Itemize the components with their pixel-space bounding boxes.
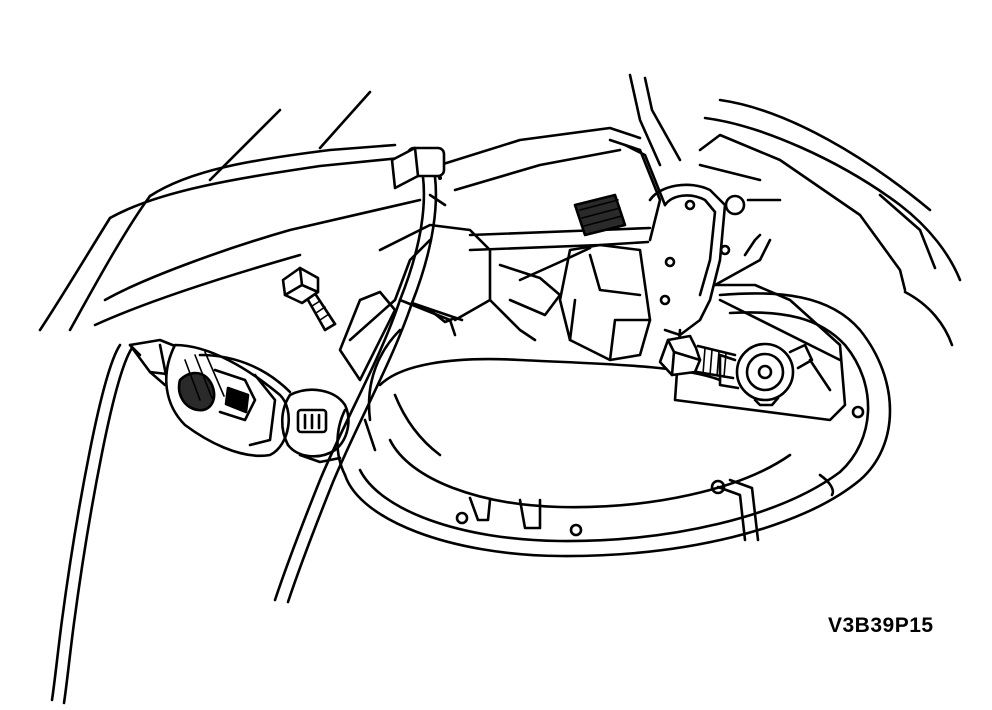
electrical-connector [280,388,350,464]
release-rod [273,146,464,604]
door-switch-actuator [50,338,292,705]
linkage-rod [363,298,537,452]
figure-code: V3B39P15 [828,614,934,637]
latch-plate [648,183,847,422]
lock-cylinder-knob [718,342,814,407]
door-panel-outline [38,73,962,347]
mounting-bolt-left [281,266,337,332]
mounting-bolt-right [658,334,737,380]
lock-mechanism [338,138,667,382]
